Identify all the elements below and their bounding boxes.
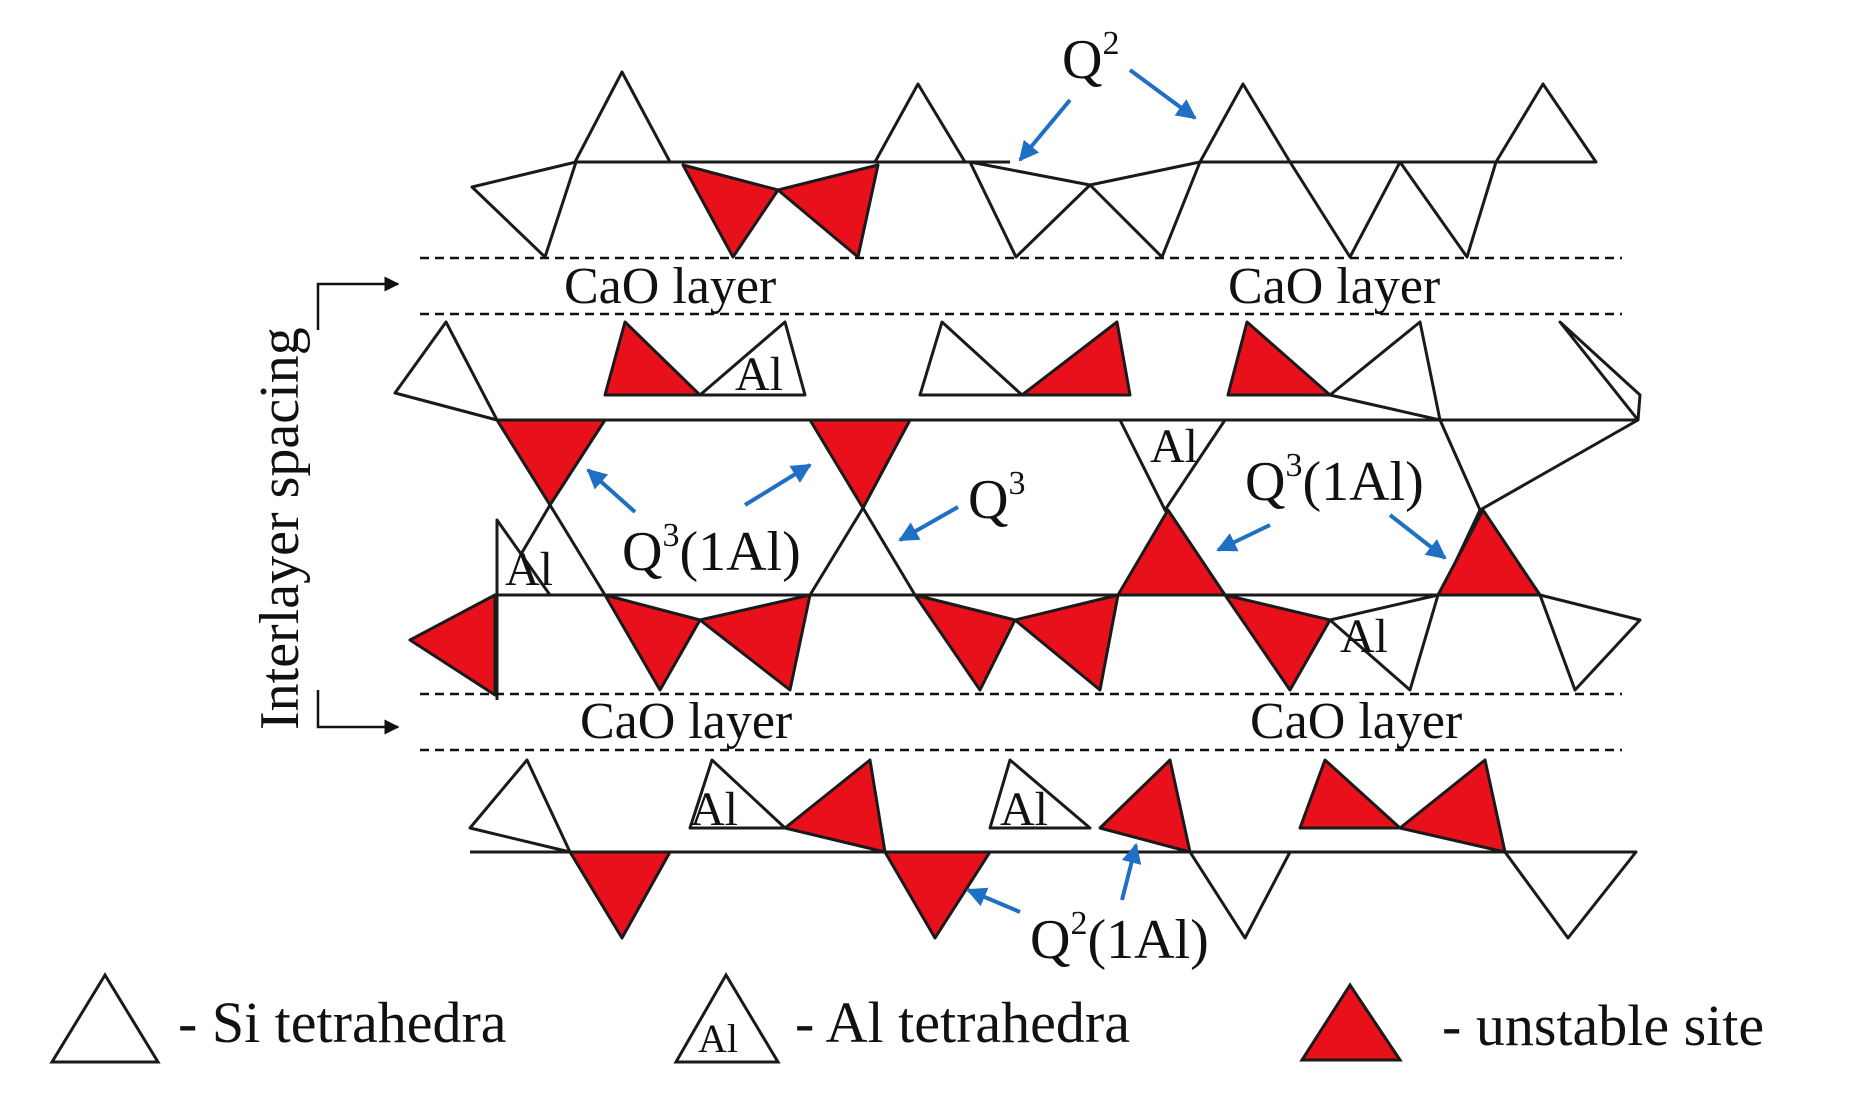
q2-arrow (1018, 98, 1072, 162)
q3-label: Q3 (968, 465, 1025, 531)
al-tetrahedron (688, 758, 787, 830)
unstable-site (495, 418, 607, 507)
si-tetrahedron (1188, 850, 1292, 940)
q3-1al-arrow (743, 463, 812, 507)
si-tetrahedron (1398, 160, 1498, 259)
q2-label: Q2 (1062, 25, 1119, 91)
si-tetrahedron (468, 758, 572, 854)
unstable-site (1116, 508, 1227, 597)
legend-al-symbol: Al (698, 1016, 738, 1061)
si-tetrahedron (470, 160, 578, 259)
si-tetrahedron (1088, 160, 1202, 259)
al-label: Al (505, 543, 553, 596)
al-label: Al (1000, 783, 1048, 836)
chain-top (470, 70, 1598, 259)
unstable-site (783, 758, 887, 854)
legend-unstable-icon (1299, 982, 1403, 1062)
si-tetrahedron (573, 70, 672, 164)
si-tetrahedron (1538, 593, 1642, 692)
legend-al-icon (673, 972, 781, 1064)
si-tetrahedron (1198, 82, 1292, 164)
q3-1al-label-right: Q3(1Al) (1245, 447, 1424, 513)
al-tetrahedron (1328, 593, 1440, 692)
unstable-site (1020, 320, 1132, 397)
cao-layer-label: CaO layer (1250, 693, 1462, 750)
legend-al-text: - Al tetrahedra (795, 990, 1130, 1055)
q3-1al-arrow (1388, 513, 1447, 560)
si-tetrahedron (873, 82, 967, 164)
al-tetrahedron (495, 518, 552, 597)
al-label: Al (1150, 420, 1198, 473)
si-tetrahedron (968, 160, 1092, 259)
unstable-site (1226, 320, 1332, 397)
al-label: Al (1340, 610, 1388, 663)
unstable-site (568, 850, 672, 940)
si-tetrahedron (1494, 82, 1598, 164)
unstable-site (808, 418, 912, 510)
chain-middle-upper (393, 320, 1642, 512)
si-tetrahedron (393, 320, 499, 422)
si-tetrahedron (1503, 850, 1638, 940)
si-tetrahedron (918, 320, 1024, 397)
q3-1al-label-left: Q3(1Al) (622, 517, 801, 583)
legend: - Si tetrahedra Al - Al tetrahedra - uns… (49, 972, 1764, 1064)
unstable-site (603, 593, 702, 692)
unstable-site (408, 593, 497, 697)
al-label: Al (690, 783, 738, 836)
chain-bottom (468, 758, 1638, 940)
q2-1al-label: Q2(1Al) (1030, 905, 1209, 971)
unstable-site (883, 850, 992, 940)
chain-middle-lower (408, 508, 1642, 700)
unstable-site (1398, 758, 1507, 854)
q2-1al-arrow (1120, 843, 1142, 901)
legend-unstable-text: - unstable site (1442, 993, 1764, 1058)
unstable-site (776, 163, 880, 259)
q3-1al-arrow (1216, 523, 1271, 552)
unstable-site (1013, 593, 1120, 692)
annotation-arrows (586, 68, 1447, 914)
q3-1al-arrow (586, 468, 637, 514)
interlayer-spacing-label: Interlayer spacing (249, 327, 311, 730)
legend-si-text: - Si tetrahedra (178, 990, 507, 1055)
si-tetrahedron (1288, 160, 1402, 259)
al-tetrahedron (1118, 418, 1227, 512)
cao-layer-label: CaO layer (1228, 258, 1440, 315)
legend-si-icon (49, 972, 161, 1064)
unstable-site (1436, 508, 1542, 597)
si-tetrahedron (1328, 320, 1442, 422)
unstable-site (698, 593, 812, 692)
cao-layer-label: CaO layer (564, 258, 776, 315)
unstable-site (603, 320, 702, 397)
cao-layer-lower (420, 692, 1622, 752)
unstable-site (1298, 758, 1402, 830)
unstable-site (681, 163, 780, 259)
al-tetrahedron (698, 320, 807, 397)
si-tetrahedron (1558, 320, 1642, 422)
q2-arrow (1128, 68, 1197, 120)
cao-layer-label: CaO layer (580, 693, 792, 750)
q2-1al-arrow (966, 887, 1021, 914)
q3-arrow (898, 505, 959, 542)
unstable-site (913, 593, 1017, 692)
al-label: Al (735, 348, 783, 401)
interlayer-bracket (316, 276, 400, 735)
cao-layer-upper (420, 256, 1622, 316)
unstable-site (1098, 758, 1192, 854)
al-tetrahedron (988, 758, 1092, 830)
unstable-site (1223, 593, 1332, 692)
